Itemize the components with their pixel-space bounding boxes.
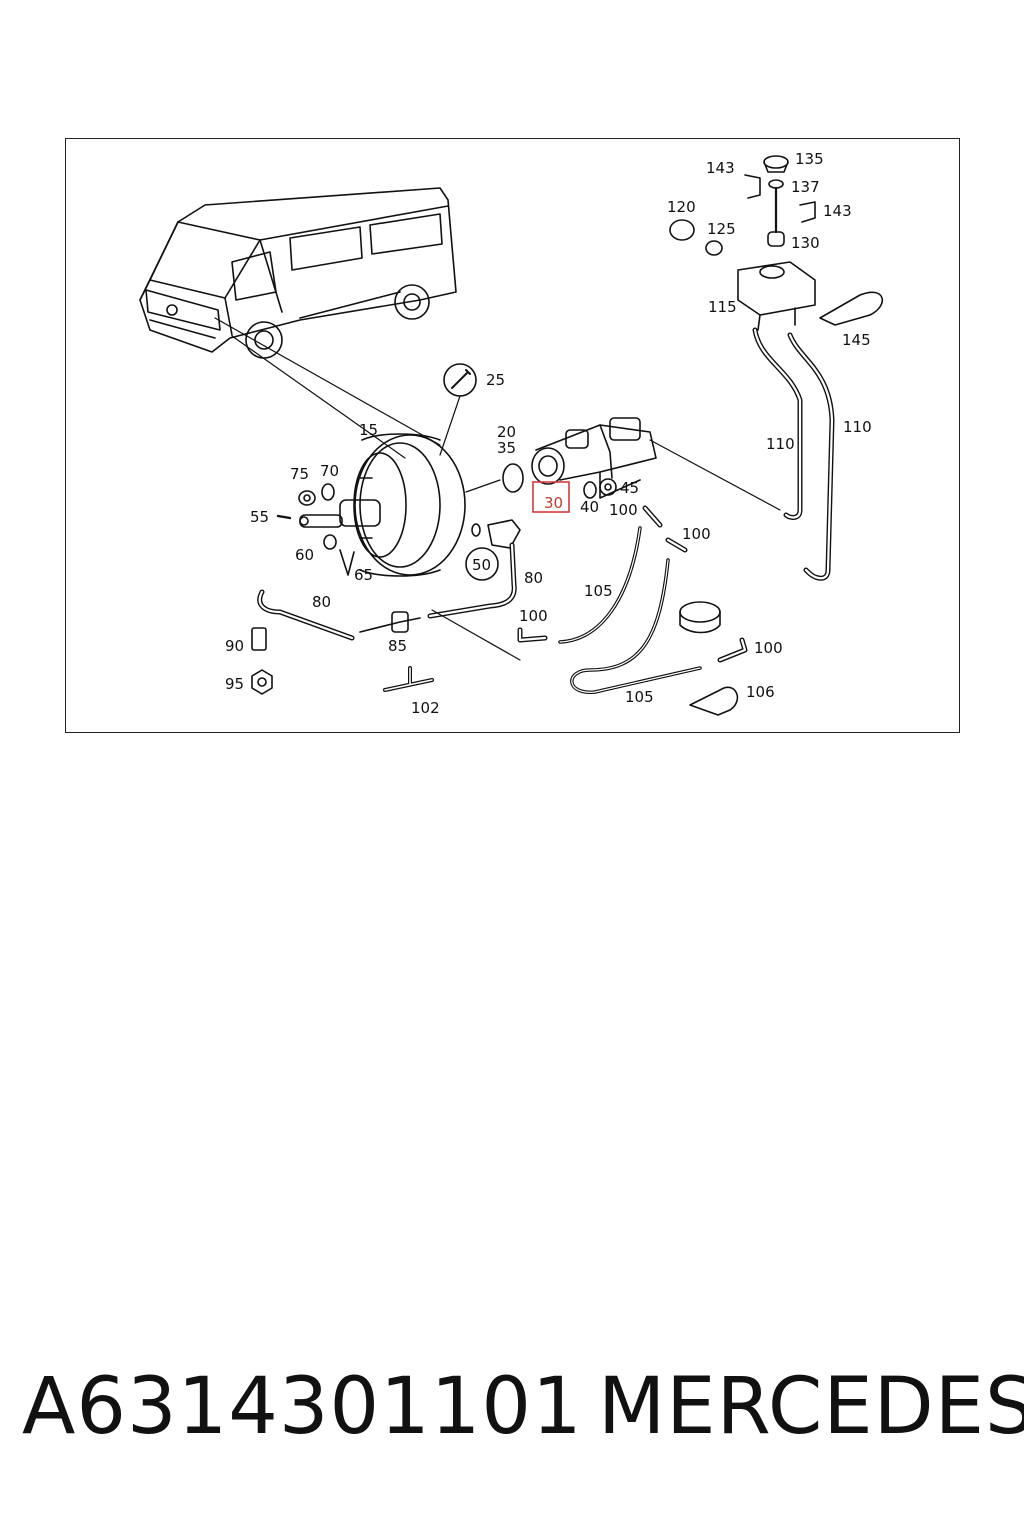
callout-40: 40	[580, 498, 599, 516]
part-number: A6314301101	[22, 1362, 583, 1452]
callout-50: 50	[472, 556, 491, 574]
callout-100-b: 100	[609, 501, 638, 519]
callout-30: 30	[544, 494, 563, 512]
callout-85: 85	[388, 637, 407, 655]
callout-75: 75	[290, 465, 309, 483]
callout-125: 125	[707, 220, 736, 238]
callout-105-a: 105	[584, 582, 613, 600]
caption: A6314301101 MERCEDES	[0, 1362, 1024, 1472]
callout-55: 55	[250, 508, 269, 526]
callout-130: 130	[791, 234, 820, 252]
callout-labels: 15 20 25 35 40 45 50 55 60 65 70 75 80 8…	[225, 150, 872, 717]
highlighted-callout-30[interactable]: 30	[532, 481, 570, 513]
callout-110-b: 110	[843, 418, 872, 436]
callout-90: 90	[225, 637, 244, 655]
brake-booster	[299, 433, 466, 577]
callout-15: 15	[359, 421, 378, 439]
callout-60: 60	[295, 546, 314, 564]
callout-70: 70	[320, 462, 339, 480]
callout-100-a: 100	[519, 607, 548, 625]
callout-100-c: 100	[682, 525, 711, 543]
master-cylinder	[531, 417, 781, 511]
diagram-frame	[65, 138, 960, 733]
brand-name: MERCEDES	[598, 1362, 1024, 1452]
callout-105-b: 105	[625, 688, 654, 706]
reservoir	[737, 261, 816, 331]
callout-143-b: 143	[823, 202, 852, 220]
callout-120: 120	[667, 198, 696, 216]
callout-80-left: 80	[312, 593, 331, 611]
callout-100-d: 100	[754, 639, 783, 657]
parts-diagram: 15 20 25 35 40 45 50 55 60 65 70 75 80 8…	[139, 150, 884, 717]
callout-65: 65	[354, 566, 373, 584]
callout-145: 145	[842, 331, 871, 349]
callout-135: 135	[795, 150, 824, 168]
callout-137: 137	[791, 178, 820, 196]
callout-25: 25	[486, 371, 505, 389]
callout-102: 102	[411, 699, 440, 717]
callout-106: 106	[746, 683, 775, 701]
callout-80-right: 80	[524, 569, 543, 587]
callout-110-a: 110	[766, 435, 795, 453]
callout-115: 115	[708, 298, 737, 316]
callout-143-a: 143	[706, 159, 735, 177]
callout-20: 20	[497, 423, 516, 441]
callout-95: 95	[225, 675, 244, 693]
callout-45: 45	[620, 479, 639, 497]
callout-35: 35	[497, 439, 516, 457]
